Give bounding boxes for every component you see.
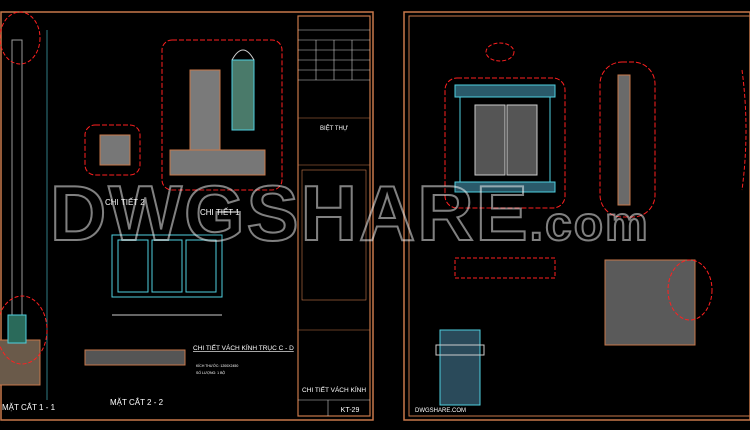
label-detail-2: CHI TIẾT 2 <box>105 197 145 207</box>
notes-line-1: KÍCH THƯỚC: 1200X2450 <box>196 363 238 368</box>
label-section-1-1: MẶT CẮT 1 - 1 <box>2 403 56 412</box>
right-sheet-border <box>403 11 750 421</box>
right-inner-border <box>408 15 750 417</box>
section-2-2-drawing <box>84 349 186 366</box>
notes-title: CHI TIẾT VÁCH KÍNH TRỤC C - D <box>193 342 294 352</box>
glass-partition-elevation <box>111 234 223 316</box>
title-block <box>297 15 371 417</box>
detail-2-drawing <box>84 124 141 176</box>
left-sheet-border <box>0 11 374 421</box>
sheet-number: KT-29 <box>341 407 360 414</box>
window-elevation <box>444 42 566 279</box>
label-section-2-2: MẶT CẮT 2 - 2 <box>110 398 164 407</box>
window-section <box>599 61 747 346</box>
watermark-suffix: .com <box>529 197 650 252</box>
project-name: BIỆT THỰ <box>320 124 348 132</box>
section-1-1-drawing <box>0 11 48 400</box>
footer-brand: DWGSHARE.COM <box>415 408 466 414</box>
watermark: DWGSHARE.com <box>49 168 650 259</box>
notes-line-2: SỐ LƯỢNG: 1 BỘ <box>196 370 225 375</box>
baluster-detail <box>435 329 485 406</box>
label-detail-1: CHI TIẾT 1 <box>200 207 240 217</box>
watermark-main: DWGSHARE <box>49 168 530 258</box>
detail-1-drawing <box>161 39 283 191</box>
drawing-name: CHI TIẾT VÁCH KÍNH <box>302 384 366 394</box>
